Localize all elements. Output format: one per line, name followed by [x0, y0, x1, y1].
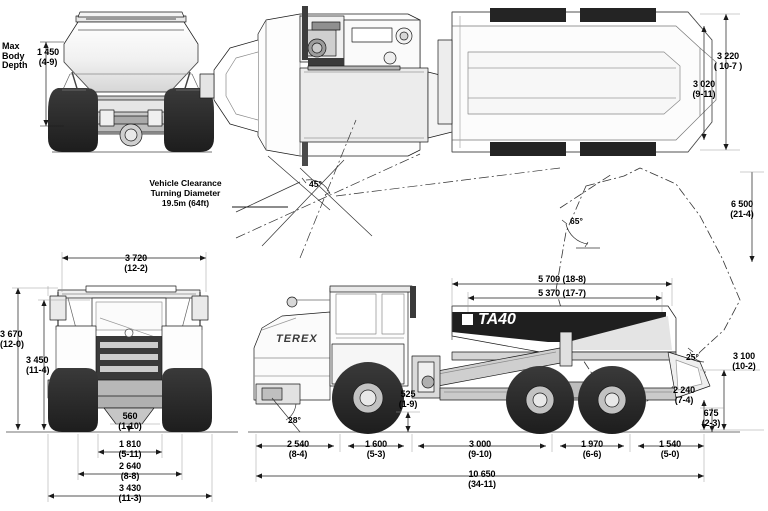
dim-hitch-height: 2 240 (7-4) [660, 385, 708, 405]
dim-front-to-pivot: 1 600 (5-3) [350, 439, 402, 459]
dim-track-inner-ft: (5-11) [118, 448, 142, 459]
dim-artic-clearance-mm: 525 [400, 389, 416, 399]
angle-tip-label: 65° [570, 216, 583, 226]
dim-width-outer-ft: ( 10-7 ) [713, 60, 743, 71]
dim-track-outer-mm: 3 430 [118, 483, 142, 493]
turning-note-line3: 19.5m (64ft) [161, 198, 210, 208]
dim-overall-length-ft: (34-11) [468, 478, 496, 489]
dim-ground-clearance-mm: 560 [122, 411, 138, 421]
dim-body-height-ft: (10-2) [732, 360, 756, 371]
right-vertical-dimensions [700, 13, 764, 432]
dim-tip-height-ft: (21-4) [730, 208, 754, 219]
dim-rear-overhang-mm: 1 540 [658, 439, 682, 449]
dim-body-height: 3 100 (10-2) [720, 351, 768, 371]
side-view-drawing [248, 278, 740, 482]
terex-logo-mark [462, 314, 473, 325]
dim-ground-clearance: 560 (1-10) [108, 411, 152, 431]
angle-steer-label: 45° [309, 179, 322, 189]
dim-track-mid-mm: 2 640 [118, 461, 142, 471]
dim-track-mid: 2 640 (8-8) [104, 461, 156, 481]
dim-hitch-height-ft: (7-4) [674, 394, 694, 405]
dim-tip-height-mm: 6 500 [730, 199, 754, 209]
dim-wheelbase-mid-mm: 3 000 [468, 439, 492, 449]
front-view-drawing [6, 252, 238, 502]
dim-track-mid-ft: (8-8) [120, 470, 140, 481]
turning-note-line1: Vehicle Clearance [149, 178, 222, 188]
dim-rear-overhang: 1 540 (5-0) [644, 439, 696, 459]
dim-body-top: 5 700 (18-8) [512, 274, 612, 285]
dim-body-inner: 5 370 (17-7) [512, 288, 612, 299]
dim-body-depth: 1 450 (4-9) [28, 47, 68, 67]
max-body-depth-label: Max Body Depth [2, 41, 28, 71]
max-body-depth-line2: Body [2, 50, 25, 61]
turning-note-line2: Turning Diameter [150, 188, 221, 198]
brand-body-ta40: TA40 [478, 311, 516, 328]
dim-articulation-clearance: 525 (1-9) [386, 389, 430, 409]
dim-cab-width-ft: (12-2) [124, 262, 148, 273]
dim-width-outer-mm: 3 220 [716, 51, 740, 61]
dim-body-depth-ft: (4-9) [38, 56, 58, 67]
rear-view-drawing [40, 11, 214, 153]
dim-height-cab-ft: (11-4) [26, 364, 50, 375]
brand-hood-terex: TEREX [276, 333, 318, 345]
dim-body-inner-mm: 5 370 [538, 288, 561, 298]
turning-circle-diagram [232, 119, 561, 259]
dim-tail-clearance-ft: (2-3) [701, 417, 721, 428]
angle-departure-label: 25° [686, 352, 699, 362]
dim-height-cab-mm: 3 450 [26, 355, 49, 365]
dim-body-top-ft: (18-8) [562, 274, 587, 284]
dim-front-overhang-ft: (8-4) [288, 448, 308, 459]
dim-front-overhang: 2 540 (8-4) [272, 439, 324, 459]
dim-body-top-mm: 5 700 [538, 274, 561, 284]
dim-width-inner-ft: (9-11) [692, 88, 716, 99]
dim-cab-width-mm: 3 720 [124, 253, 148, 263]
dim-rear-tandem-mm: 1 970 [580, 439, 604, 449]
dim-height-cab: 3 450 (11-4) [26, 355, 50, 375]
dim-width-outer: 3 220 ( 10-7 ) [702, 51, 754, 71]
dim-rear-tandem: 1 970 (6-6) [566, 439, 618, 459]
max-body-depth-line1: Max [2, 41, 20, 51]
plan-view-body-drawing [437, 8, 717, 156]
raised-body-outline [555, 167, 741, 405]
dim-tail-clearance-mm: 675 [703, 408, 719, 418]
dim-height-overall-mm: 3 670 [0, 329, 23, 339]
dim-rear-overhang-ft: (5-0) [660, 448, 680, 459]
dim-body-height-mm: 3 100 [732, 351, 756, 361]
plan-view-cab-drawing [199, 6, 472, 166]
turning-diameter-note: Vehicle Clearance Turning Diameter 19.5m… [138, 178, 233, 208]
dim-artic-clearance-ft: (1-9) [398, 398, 418, 409]
dim-overall-length-mm: 10 650 [468, 469, 496, 479]
dim-front-to-pivot-mm: 1 600 [364, 439, 388, 449]
angle-approach-label: 28° [288, 415, 301, 425]
dim-track-outer-ft: (11-3) [118, 492, 142, 503]
dim-ground-clearance-ft: (1-10) [118, 420, 142, 431]
dim-hitch-height-mm: 2 240 [672, 385, 696, 395]
max-body-depth-line3: Depth [2, 60, 28, 70]
dim-height-overall: 3 670 (12-0) [0, 329, 25, 349]
dim-overall-length: 10 650 (34-11) [452, 469, 512, 489]
dim-wheelbase-mid: 3 000 (9-10) [454, 439, 506, 459]
dim-tail-clearance: 675 (2-3) [690, 408, 732, 428]
dim-wheelbase-mid-ft: (9-10) [468, 448, 492, 459]
dim-track-outer: 3 430 (11-3) [104, 483, 156, 503]
dim-track-inner: 1 810 (5-11) [104, 439, 156, 459]
dim-rear-tandem-ft: (6-6) [582, 448, 602, 459]
dim-width-inner: 3 020 (9-11) [680, 79, 728, 99]
dim-front-overhang-mm: 2 540 [286, 439, 310, 449]
dim-front-to-pivot-ft: (5-3) [366, 448, 386, 459]
dim-body-depth-mm: 1 450 [36, 47, 60, 57]
dim-cab-width: 3 720 (12-2) [110, 253, 162, 273]
dim-tip-height: 6 500 (21-4) [716, 199, 768, 219]
dim-width-inner-mm: 3 020 [692, 79, 716, 89]
dim-height-overall-ft: (12-0) [0, 338, 25, 349]
dim-track-inner-mm: 1 810 [118, 439, 142, 449]
dim-body-inner-ft: (17-7) [562, 288, 587, 298]
